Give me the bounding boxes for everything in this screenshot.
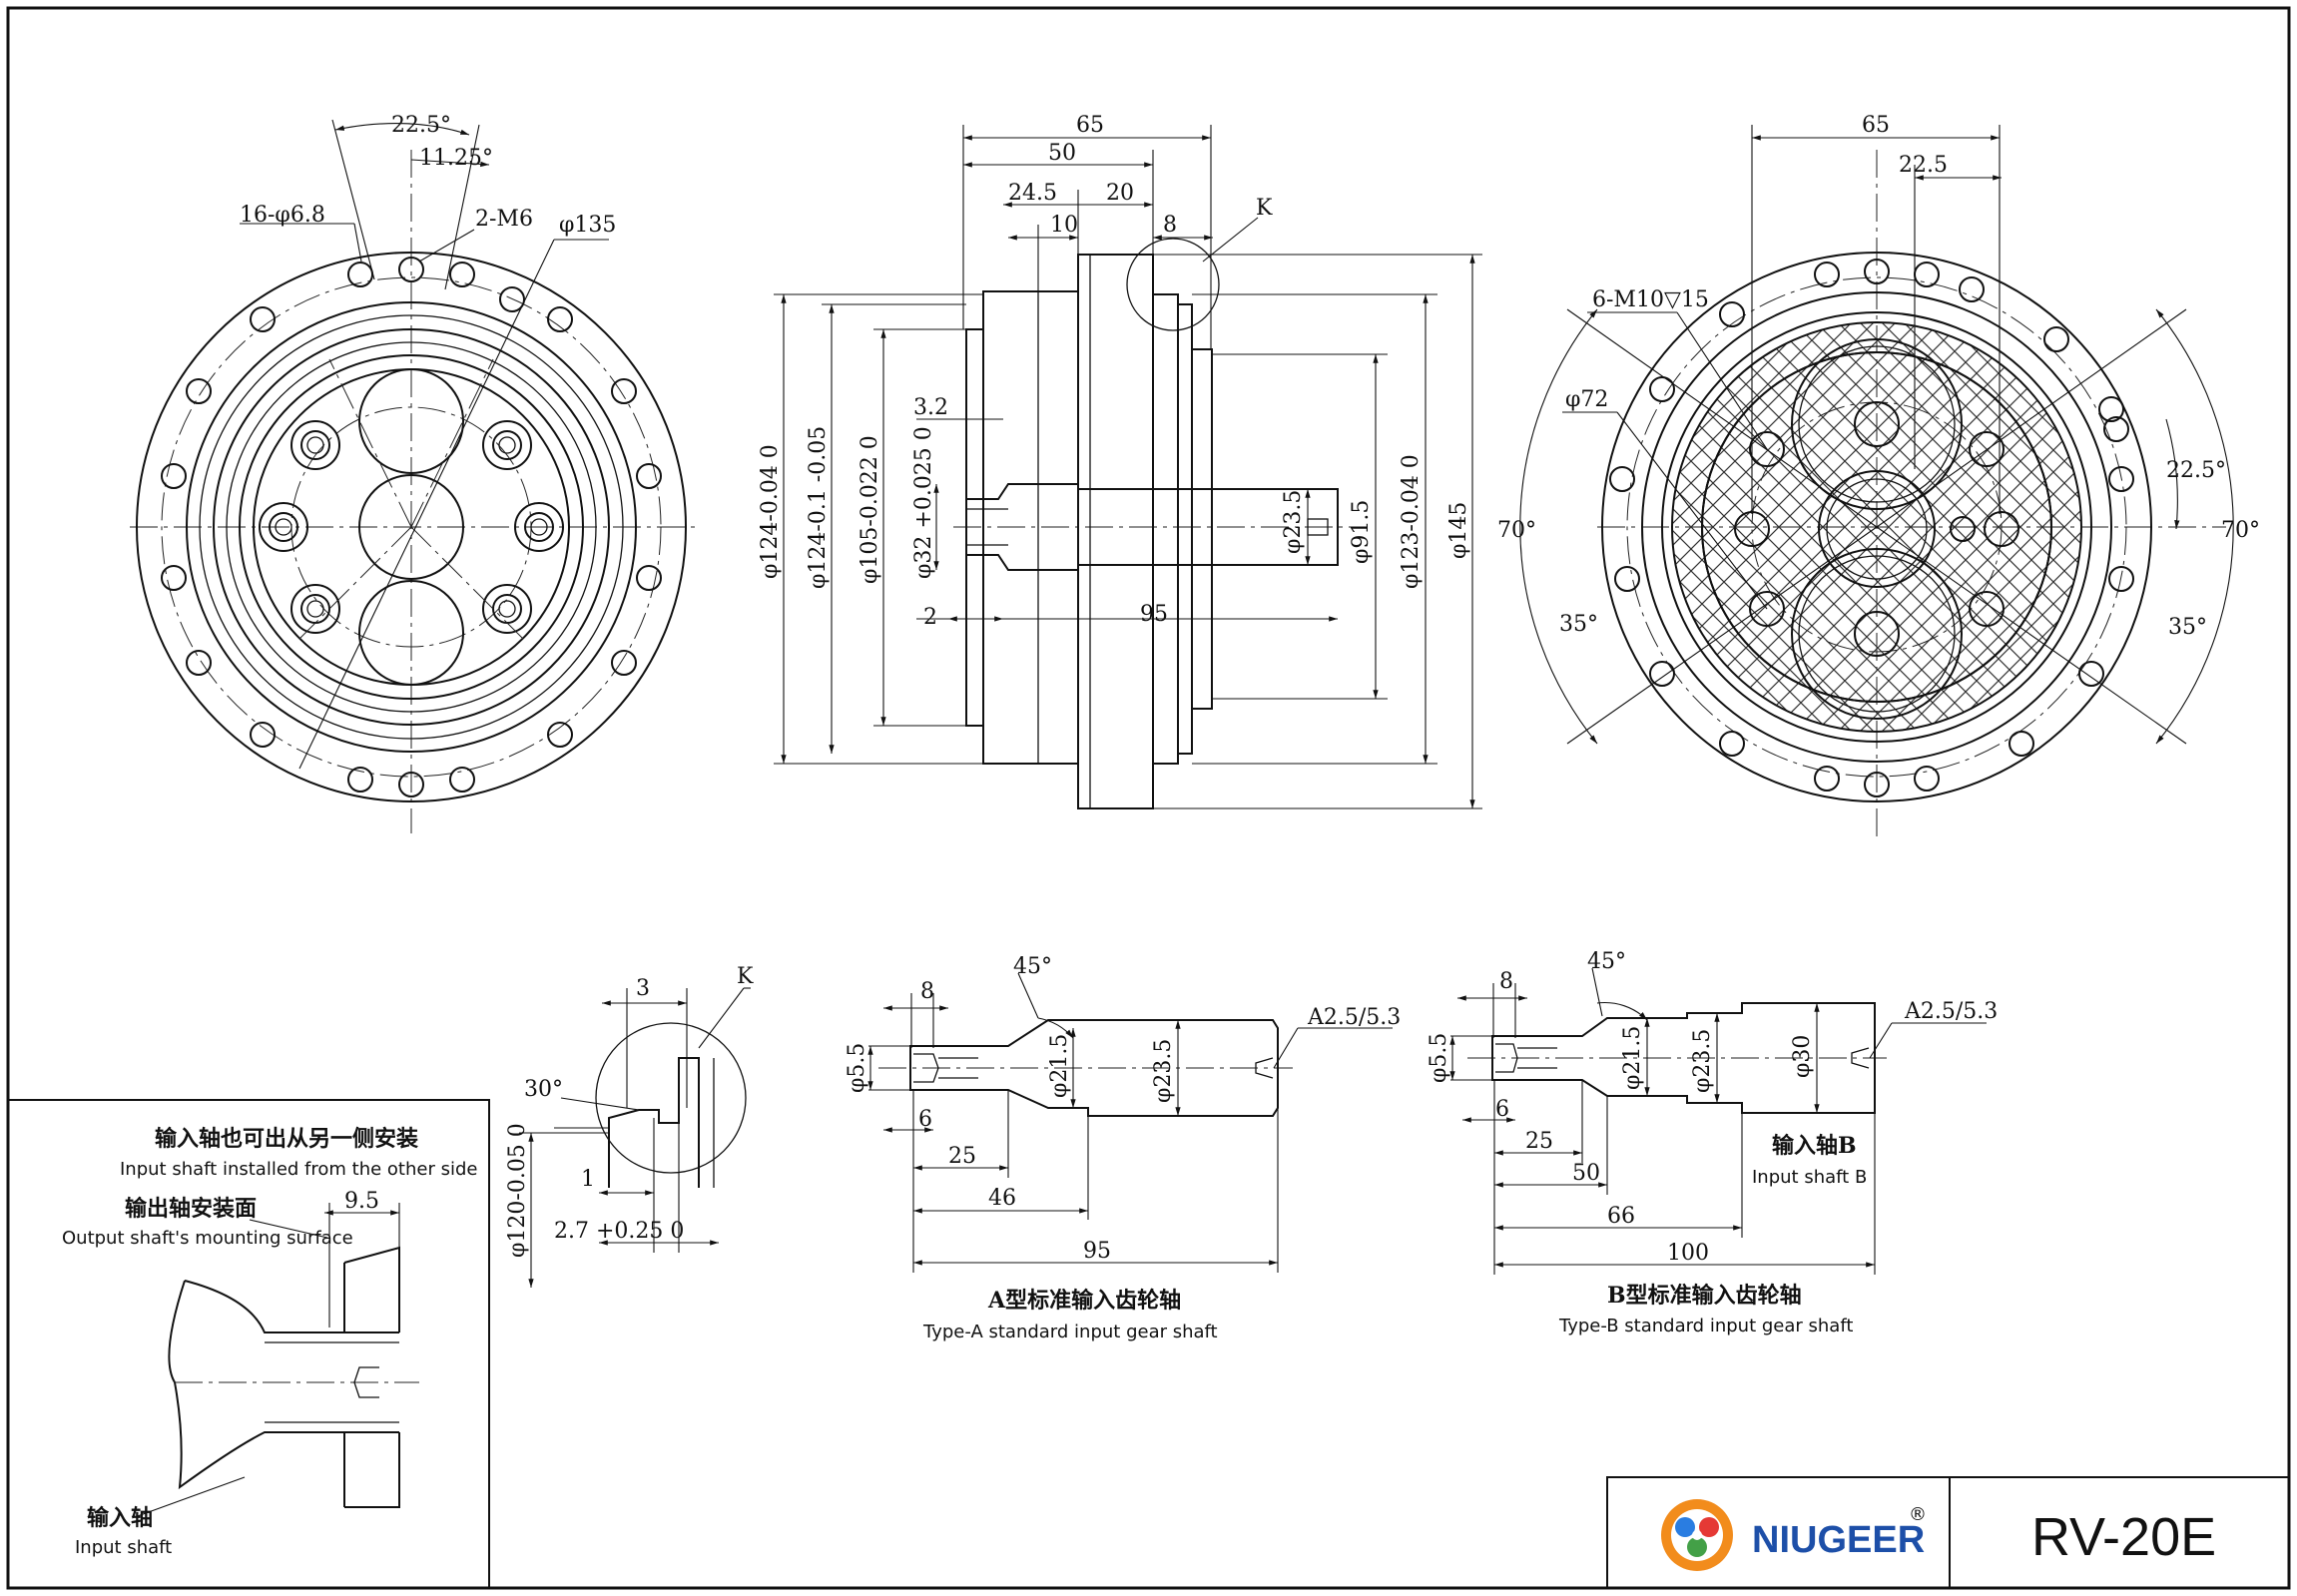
shaft-a-drawing: [867, 972, 1393, 1273]
angle-35-left: 35°: [1559, 612, 1598, 637]
shaft-b-d21-5: φ21.5: [1620, 1026, 1645, 1090]
dim-145: φ145: [1446, 502, 1471, 559]
detail-angle-30: 30°: [524, 1077, 563, 1102]
shaft-a-dim-46: 46: [988, 1186, 1016, 1211]
detail-dim-1: 1: [581, 1167, 595, 1192]
inset-mount-en: Output shaft's mounting surface: [62, 1228, 353, 1249]
dim-124-a: φ124-0.04 0: [758, 444, 783, 579]
angle-22-5-label: 22.5°: [391, 113, 451, 138]
title-block: [1606, 1476, 2290, 1589]
shaft-b-drawing: [1449, 967, 1987, 1275]
shaft-b-dim-25: 25: [1525, 1129, 1553, 1154]
tap-label: 2-M6: [475, 207, 533, 232]
brand-logo-icon: [1661, 1499, 1733, 1571]
shaft-a-d23-5: φ23.5: [1151, 1039, 1176, 1103]
flange-holes: [161, 257, 662, 798]
shaft-a-center: A2.5/5.3: [1307, 1005, 1401, 1030]
shaft-b-label-en: Input shaft B: [1752, 1167, 1867, 1188]
inset-mount-cn: 输出轴安装面: [125, 1196, 257, 1222]
shaft-b-d5-5: φ5.5: [1427, 1033, 1451, 1083]
rear-flange-holes: [1609, 259, 2134, 798]
rear-dim-65: 65: [1862, 113, 1890, 138]
dim-65: 65: [1076, 113, 1104, 138]
shaft-b-label-cn: 输入轴B: [1772, 1133, 1857, 1159]
rear-view: [1519, 125, 2234, 838]
shaft-a-title-cn: A型标准输入齿轮轴: [987, 1288, 1181, 1314]
dim-8: 8: [1163, 213, 1177, 238]
dim-3-2: 3.2: [913, 395, 948, 420]
angle-70-left: 70°: [1497, 518, 1536, 543]
shaft-a-dim-6: 6: [918, 1107, 932, 1132]
holes-label: 16-φ6.8: [240, 203, 325, 228]
shaft-b-angle: 45°: [1587, 949, 1626, 974]
shaft-a-title-en: Type-A standard input gear shaft: [922, 1322, 1218, 1342]
angle-70-right: 70°: [2221, 518, 2260, 543]
inset-note-en: Input shaft installed from the other sid…: [120, 1159, 477, 1180]
shaft-b-title-cn: B型标准输入齿轮轴: [1607, 1283, 1802, 1309]
inset-shaft-cn: 输入轴: [87, 1505, 153, 1531]
dim-24-5: 24.5: [1008, 181, 1057, 206]
inset-shaft-en: Input shaft: [75, 1537, 172, 1558]
drawing-border: [6, 6, 2291, 1590]
rear-tap-label: 6-M10▽15: [1592, 287, 1709, 312]
pin-holes: [259, 420, 564, 634]
dim-32: φ32 +0.025 0: [911, 426, 936, 579]
shaft-b-d30: φ30: [1790, 1035, 1815, 1078]
side-view: [774, 125, 1482, 809]
dim-20: 20: [1106, 181, 1134, 206]
angle-35-right: 35°: [2168, 615, 2207, 640]
dim-50: 50: [1048, 141, 1076, 166]
shaft-a-dim-25: 25: [948, 1144, 976, 1169]
shaft-a-d21-5: φ21.5: [1047, 1034, 1072, 1098]
angle-11-25-label: 11.25°: [419, 146, 493, 171]
shaft-b-title-en: Type-B standard input gear shaft: [1558, 1316, 1853, 1336]
brand-name: NIUGEER: [1752, 1519, 1925, 1561]
tap-holes: [1734, 431, 2019, 627]
shaft-a-dim-95: 95: [1083, 1239, 1111, 1264]
detail-dim-3: 3: [636, 976, 650, 1001]
inset-note-cn: 输入轴也可出从另一侧安装: [155, 1126, 418, 1152]
shaft-b-dim-66: 66: [1607, 1204, 1635, 1229]
shaft-b-dim-100: 100: [1667, 1241, 1709, 1266]
dim-91-5: φ91.5: [1349, 500, 1374, 564]
pcd-label: φ135: [559, 213, 616, 238]
registered-mark: ®: [1909, 1504, 1927, 1525]
model-number: RV-20E: [2031, 1507, 2216, 1567]
inset-dim-9-5: 9.5: [344, 1189, 379, 1214]
detail-dim-2-7: 2.7 +0.25 0: [554, 1219, 684, 1244]
shaft-b-dim-50: 50: [1572, 1161, 1600, 1186]
rear-dim-22-5: 22.5: [1899, 153, 1948, 178]
dim-123: φ123-0.04 0: [1399, 454, 1424, 589]
detail-k-label: K: [737, 964, 754, 989]
shaft-a-dim-8: 8: [920, 979, 934, 1004]
dim-124-b: φ124-0.1 -0.05: [806, 426, 831, 589]
dim-105: φ105-0.022 0: [858, 435, 882, 584]
detail-k-marker: K: [1256, 196, 1273, 221]
dim-10: 10: [1050, 213, 1078, 238]
detail-dim-120: φ120-0.05 0: [505, 1123, 530, 1258]
shaft-b-center: A2.5/5.3: [1904, 999, 1998, 1024]
dim-2: 2: [923, 605, 937, 630]
inset-panel: [8, 1099, 490, 1588]
shaft-b-d23-5: φ23.5: [1690, 1029, 1715, 1093]
shaft-a-angle: 45°: [1013, 954, 1052, 979]
shaft-a-d5-5: φ5.5: [845, 1043, 869, 1093]
dim-23-5: φ23.5: [1281, 490, 1306, 554]
front-view: [130, 119, 699, 833]
angle-22-5-rear: 22.5°: [2166, 458, 2226, 483]
shaft-b-dim-8: 8: [1499, 969, 1513, 994]
dim-95: 95: [1140, 602, 1168, 627]
shaft-b-dim-6: 6: [1495, 1097, 1509, 1122]
rear-dim-72: φ72: [1565, 387, 1608, 412]
detail-k: [519, 987, 751, 1288]
